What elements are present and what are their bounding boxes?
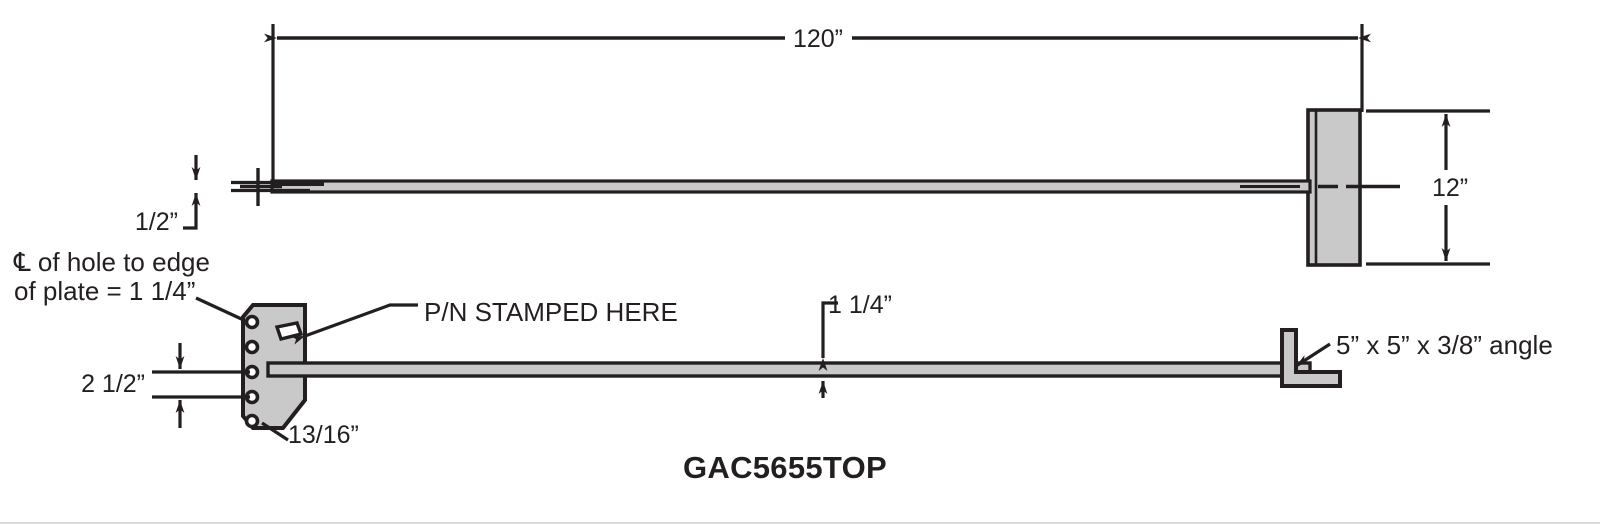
plate-height-label: 12” <box>1432 174 1468 202</box>
sheet-bottom-rule <box>0 522 1600 524</box>
hole-edge-note: ℄ of hole to edge of plate = 1 1/4” <box>13 247 249 324</box>
overall-length-label: 120” <box>793 25 843 53</box>
plate-height-dimension: 12” <box>1366 109 1490 266</box>
bolt-hole <box>244 413 260 429</box>
angle-label: 5” x 5” x 3/8” angle <box>1336 330 1553 360</box>
angle-leader-line <box>1295 342 1331 368</box>
hole-edge-note-line1: ℄ of hole to edge <box>13 247 210 277</box>
hole-spacing-label: 2 1/2” <box>81 370 145 398</box>
hole-edge-note-line2: of plate = 1 1/4” <box>14 276 195 306</box>
bolt-hole <box>244 339 260 355</box>
hole-edge-leader <box>195 296 249 324</box>
bar-thickness-label: 1/2” <box>135 208 178 236</box>
side-view-bar <box>266 361 1312 378</box>
hole-diameter-callout: 13/16” <box>261 421 359 449</box>
pn-leader-line <box>291 303 418 345</box>
bar-thickness-dimension: 1/2” <box>135 155 310 236</box>
part-title: GAC5655TOP <box>683 450 887 485</box>
left-end-cross-marker <box>240 168 282 206</box>
end-angle-bracket: 5” x 5” x 3/8” angle <box>1280 328 1553 388</box>
bar-body <box>270 179 1312 194</box>
pn-stamp-slot <box>274 321 304 342</box>
hole-spacing-dimension: 2 1/2” <box>81 343 250 428</box>
hole-diameter-leader <box>261 421 289 442</box>
bar-offset-dimension: 1 1/4” <box>818 291 892 398</box>
side-bar-body <box>266 361 1312 378</box>
overall-length-dimension: 120” <box>264 24 1371 188</box>
top-view-bar <box>270 179 1312 194</box>
offset-leader-up <box>818 301 838 371</box>
hole-diameter-label: 13/16” <box>288 421 359 449</box>
thickness-leader-elbow <box>183 218 198 230</box>
bar-offset-label: 1 1/4” <box>828 291 892 319</box>
pn-stamped-note: P/N STAMPED HERE <box>291 297 678 345</box>
bolt-hole <box>244 314 260 330</box>
pn-stamped-label: P/N STAMPED HERE <box>424 297 678 327</box>
